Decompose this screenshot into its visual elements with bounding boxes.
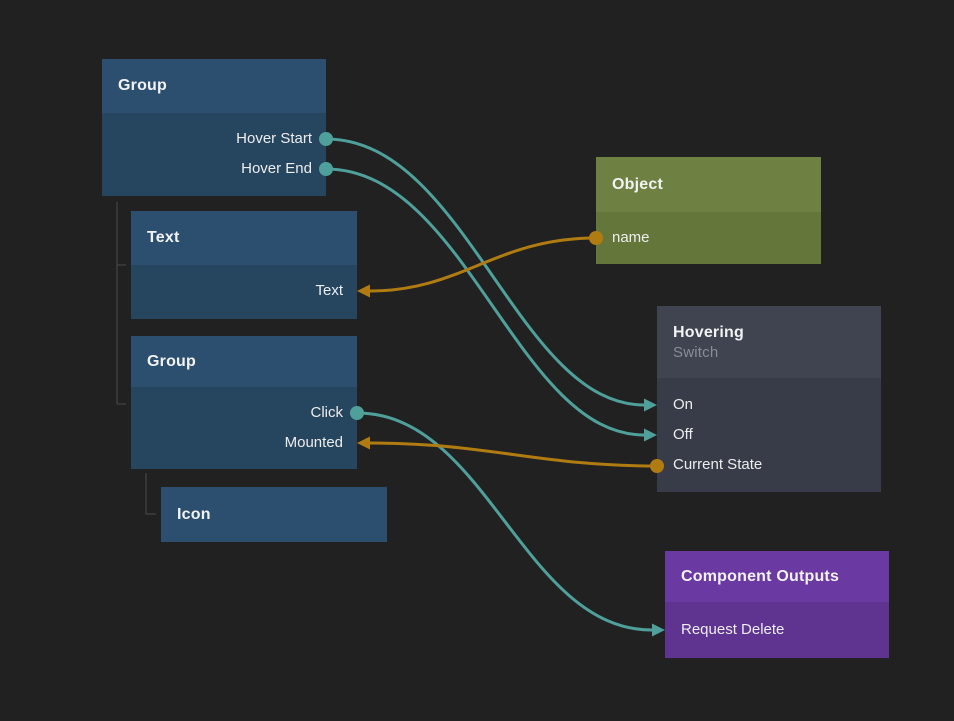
wire-hover-end-to-off[interactable] [324,167,646,437]
port-label: Mounted [284,434,343,451]
node-group-1[interactable]: Group Hover Start Hover End [102,59,326,196]
port-current-state[interactable]: Current State [657,450,881,480]
node-title: Text [147,229,180,246]
wire-click-to-request-delete[interactable] [355,411,654,632]
port-label: Current State [673,456,763,473]
port-off[interactable]: Off [657,420,881,450]
node-body: Text [131,265,357,319]
port-hover-end[interactable]: Hover End [102,154,326,184]
node-subtitle: Switch [673,343,719,361]
arrowhead-on [644,398,657,412]
node-title: Group [118,77,167,94]
node-title: Hovering [673,323,744,341]
arrowhead-off [644,428,657,442]
port-mounted[interactable]: Mounted [131,428,357,458]
port-hover-start[interactable]: Hover Start [102,124,326,154]
node-body: On Off Current State [657,378,881,492]
node-text[interactable]: Text Text [131,211,357,319]
node-component-outputs[interactable]: Component Outputs Request Delete [665,551,889,658]
node-title: Icon [177,505,211,523]
node-body: Hover Start Hover End [102,113,326,196]
port-text[interactable]: Text [131,276,357,306]
node-group-2[interactable]: Group Click Mounted [131,336,357,469]
node-title: Group [147,352,196,370]
port-label: Click [310,404,344,421]
wire-name-to-text[interactable] [368,236,598,293]
hierarchy-connector [145,473,156,515]
port-label: On [673,396,694,413]
node-object[interactable]: Object name [596,157,821,264]
wire-hover-start-to-on[interactable] [324,137,646,407]
hierarchy-connector [116,202,126,405]
arrowhead-request-delete [652,623,665,637]
port-label: name [612,229,650,246]
node-title: Object [612,175,663,193]
port-request-delete[interactable]: Request Delete [665,615,889,645]
port-on[interactable]: On [657,390,881,420]
port-name[interactable]: name [596,223,821,253]
node-icon[interactable]: Icon [161,487,387,542]
node-title: Component Outputs [681,567,840,585]
port-click[interactable]: Click [131,398,357,428]
port-label: Request Delete [681,621,785,638]
port-label: Hover Start [236,130,312,147]
port-label: Hover End [241,160,312,177]
node-hovering[interactable]: Hovering Switch On Off Current State [657,306,881,492]
port-label: Off [673,426,693,443]
wire-current-state-to-mounted[interactable] [368,441,659,468]
arrowhead-mounted [357,436,370,450]
node-body: Request Delete [665,602,889,658]
port-label: Text [315,282,343,299]
node-body: Click Mounted [131,387,357,469]
arrowhead-text [357,284,370,298]
node-body: name [596,212,821,264]
